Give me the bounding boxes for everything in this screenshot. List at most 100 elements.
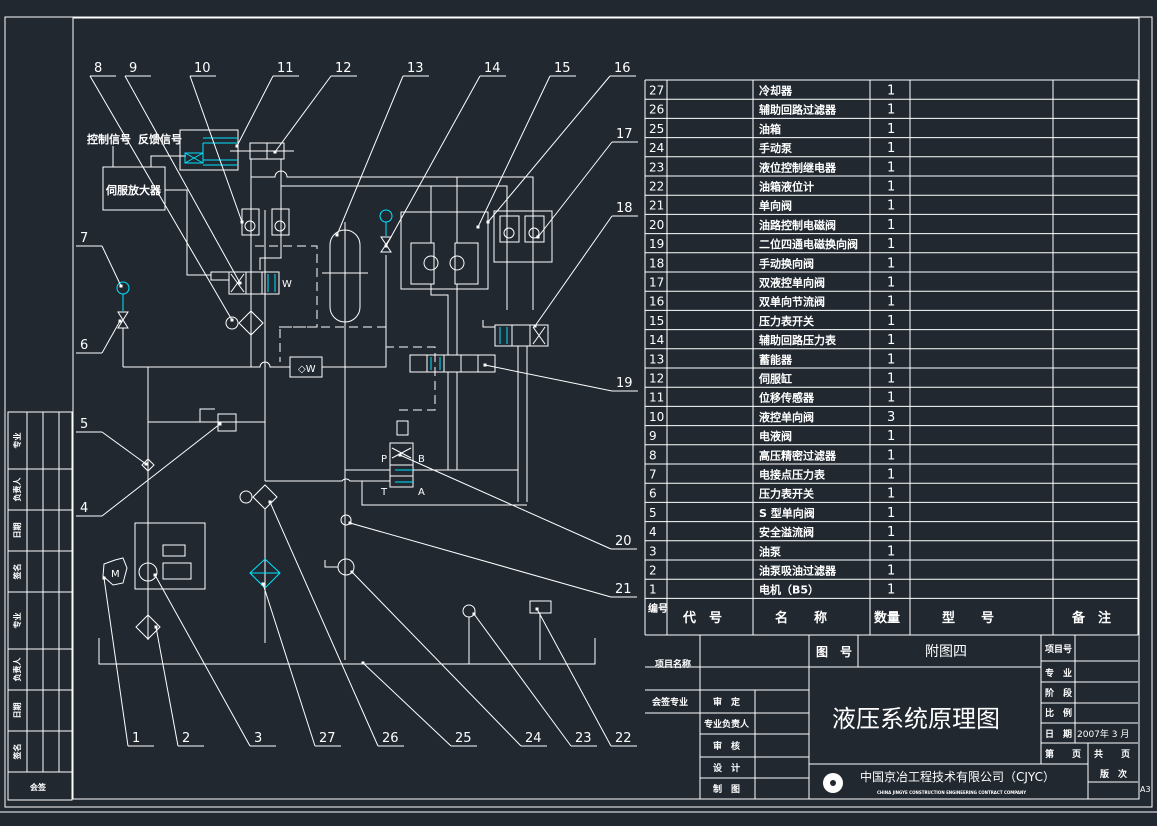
part-number: 8	[649, 448, 657, 462]
callout-dot	[536, 235, 540, 239]
callout-leader	[236, 75, 274, 147]
header-remark: 备 注	[1071, 610, 1111, 626]
callout-leader	[262, 583, 316, 747]
servo-valve	[228, 271, 280, 295]
draft-label: 制 图	[713, 783, 740, 795]
total-label: 共 页	[1094, 748, 1130, 760]
part-number: 15	[649, 314, 664, 328]
company-name: 中国京冶工程技术有限公司（CJYC）	[860, 769, 1055, 784]
oil-tank	[98, 638, 596, 665]
callout-dot	[240, 220, 244, 224]
part-number: 25	[649, 122, 664, 136]
header-name: 名 称	[775, 610, 827, 626]
part-number: 5	[649, 506, 657, 520]
callout-leader	[101, 245, 122, 287]
drawing-no-label: 图 号	[816, 644, 852, 659]
callout-leader	[537, 141, 613, 238]
callout-leader	[349, 522, 612, 598]
callout-leader	[473, 613, 572, 747]
strip-label: 专业	[12, 433, 22, 449]
part-name: 油泵吸油过滤器	[759, 564, 837, 578]
part-number: 1	[649, 583, 657, 597]
callout-leader	[484, 364, 613, 392]
strip-label: 签名	[12, 564, 22, 581]
callout-dot	[235, 144, 239, 148]
callout-dot	[398, 453, 402, 457]
callout-18: 18	[616, 201, 633, 216]
control-signal-label: 控制信号	[87, 132, 131, 146]
part-name: 油箱	[759, 122, 781, 136]
approve-label: 审 定	[713, 696, 741, 708]
strip-label: 负责人	[12, 477, 22, 502]
revision-label: 版 次	[1099, 768, 1127, 780]
callout-leader	[269, 501, 379, 747]
part-qty: 1	[887, 218, 895, 233]
callout-leader	[124, 75, 241, 284]
callout-dot	[273, 150, 277, 154]
drawing-no: 附图四	[925, 644, 967, 660]
part-name: 手动泵	[759, 141, 792, 155]
part-name: 位移传感器	[759, 391, 815, 405]
manual-directional-valve	[494, 324, 549, 347]
part-qty: 1	[887, 583, 895, 598]
callout-4: 4	[80, 501, 88, 516]
electric-contact-pressure-gauge	[116, 281, 130, 295]
callout-25: 25	[455, 731, 472, 746]
part-number: 18	[649, 256, 664, 270]
callout-leader	[101, 423, 221, 517]
callout-leader	[89, 75, 233, 321]
svg-text:W: W	[282, 279, 292, 290]
oil-pump	[138, 562, 158, 582]
part-name: 单向阀	[759, 199, 792, 213]
callout-leader	[336, 75, 404, 236]
servo-amplifier	[102, 166, 166, 211]
part-qty: 1	[887, 256, 895, 271]
part-qty: 1	[887, 276, 895, 291]
header-model: 型 号	[942, 610, 994, 626]
callout-leader	[385, 75, 481, 247]
callout-dot	[230, 318, 234, 322]
strip-label: 专业	[12, 613, 22, 629]
callout-21: 21	[615, 582, 632, 597]
part-number: 19	[649, 237, 664, 251]
part-qty: 1	[887, 487, 895, 502]
part-number: 2	[649, 564, 657, 578]
port-t: T	[380, 487, 388, 498]
part-qty: 1	[887, 199, 895, 214]
pilot-check-valve	[493, 210, 553, 263]
callout-dot	[483, 363, 487, 367]
cooler	[249, 558, 281, 589]
callout-leader	[154, 574, 251, 747]
servo-amplifier-label: 伺服放大器	[105, 183, 162, 197]
part-number: 10	[649, 410, 664, 424]
callout-dot	[384, 244, 388, 248]
callout-2: 2	[182, 731, 190, 746]
paper-size: A3	[1140, 785, 1151, 794]
part-name: 冷却器	[759, 84, 793, 98]
part-name: 手动换向阀	[759, 256, 814, 270]
part-name: 电机（B5）	[759, 583, 819, 597]
part-number: 3	[649, 544, 657, 558]
part-name: 辅助回路压力表	[759, 333, 837, 347]
callout-dot	[486, 220, 490, 224]
header-qty: 数量	[874, 610, 900, 626]
countersign-label: 会签专业	[652, 696, 688, 708]
callout-dot	[119, 284, 123, 288]
callout-27: 27	[319, 731, 336, 746]
callout-8: 8	[94, 61, 102, 76]
part-qty: 1	[887, 468, 895, 483]
callout-dot	[238, 281, 242, 285]
callout-dot	[268, 500, 272, 504]
part-qty: 1	[887, 564, 895, 579]
callout-dot	[361, 661, 365, 665]
part-number: 24	[649, 141, 664, 155]
solenoid-directional-valve	[409, 354, 496, 373]
callout-leader	[101, 431, 147, 465]
drawing-frame	[0, 16, 1157, 813]
callout-dot	[118, 319, 122, 323]
part-number: 4	[649, 525, 657, 539]
callout-leader	[101, 320, 121, 354]
callout-10: 10	[194, 61, 211, 76]
